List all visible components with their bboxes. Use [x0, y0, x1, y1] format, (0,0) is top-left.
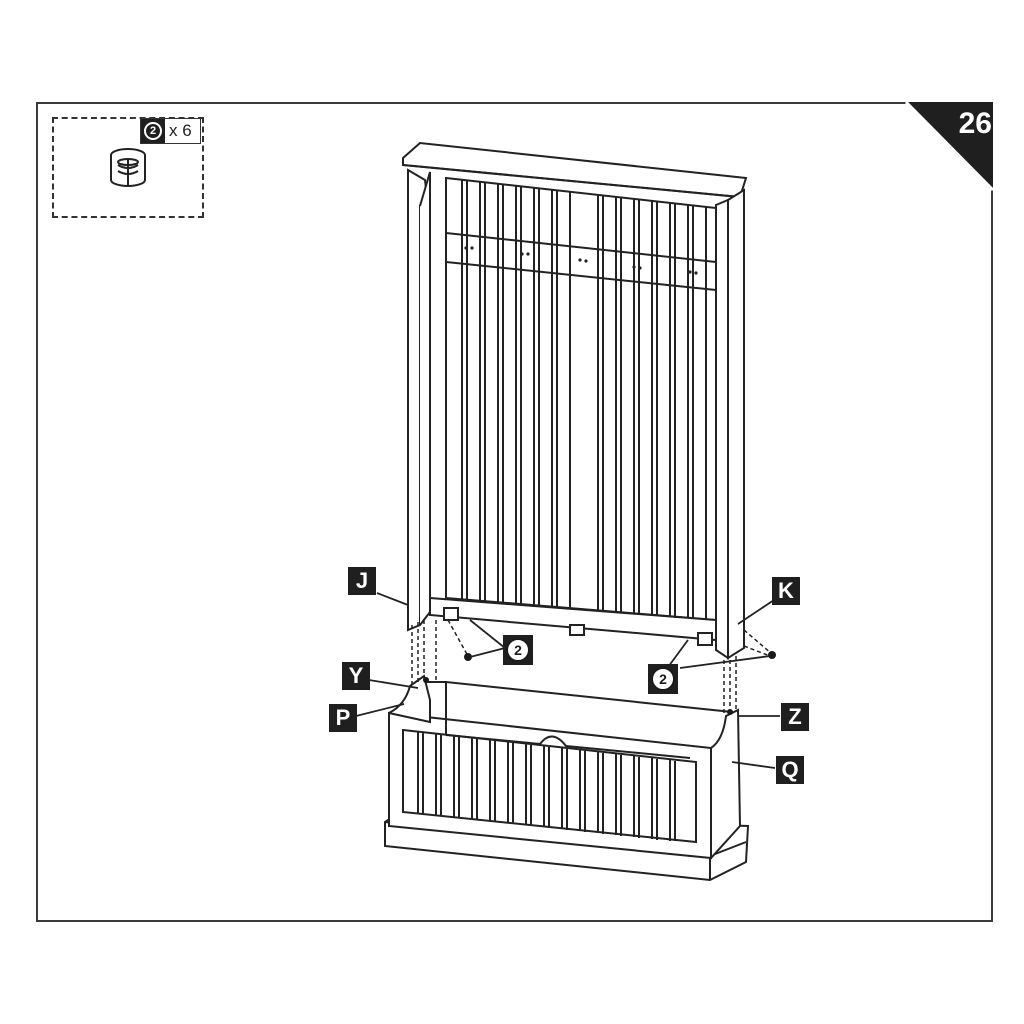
alignment-guides: [411, 619, 773, 716]
hardware-callout-right-number: 2: [651, 667, 675, 691]
rail-holes: [464, 246, 698, 275]
bottom-rail-cam-locks: [443, 607, 713, 646]
leader-lines: [355, 592, 780, 769]
hardware-box: [52, 117, 204, 218]
part-label-q: Q: [776, 756, 804, 784]
hardware-callout-left-number: 2: [506, 638, 530, 662]
part-label-z: Z: [781, 703, 809, 731]
part-label-j: J: [348, 567, 376, 595]
step-number: 26: [958, 107, 992, 140]
part-label-p: P: [329, 704, 357, 732]
part-label-y: Y: [342, 662, 370, 690]
hardware-callout-right: 2: [648, 664, 678, 694]
hardware-part-number: 2: [144, 122, 162, 140]
part-label-k: K: [772, 577, 800, 605]
step-corner-edge: [904, 100, 995, 192]
diagram-frame: [36, 102, 993, 922]
hardware-tag: 2 x 6: [140, 118, 201, 144]
hardware-quantity: x 6: [169, 121, 192, 140]
upper-frame-drawing: [402, 141, 748, 660]
hardware-part-badge: 2: [141, 119, 165, 143]
cam-lock-dots: [423, 651, 776, 715]
bench-slats: [417, 732, 676, 841]
hardware-callout-left: 2: [503, 635, 533, 665]
cam-lock-icon: [110, 148, 146, 187]
